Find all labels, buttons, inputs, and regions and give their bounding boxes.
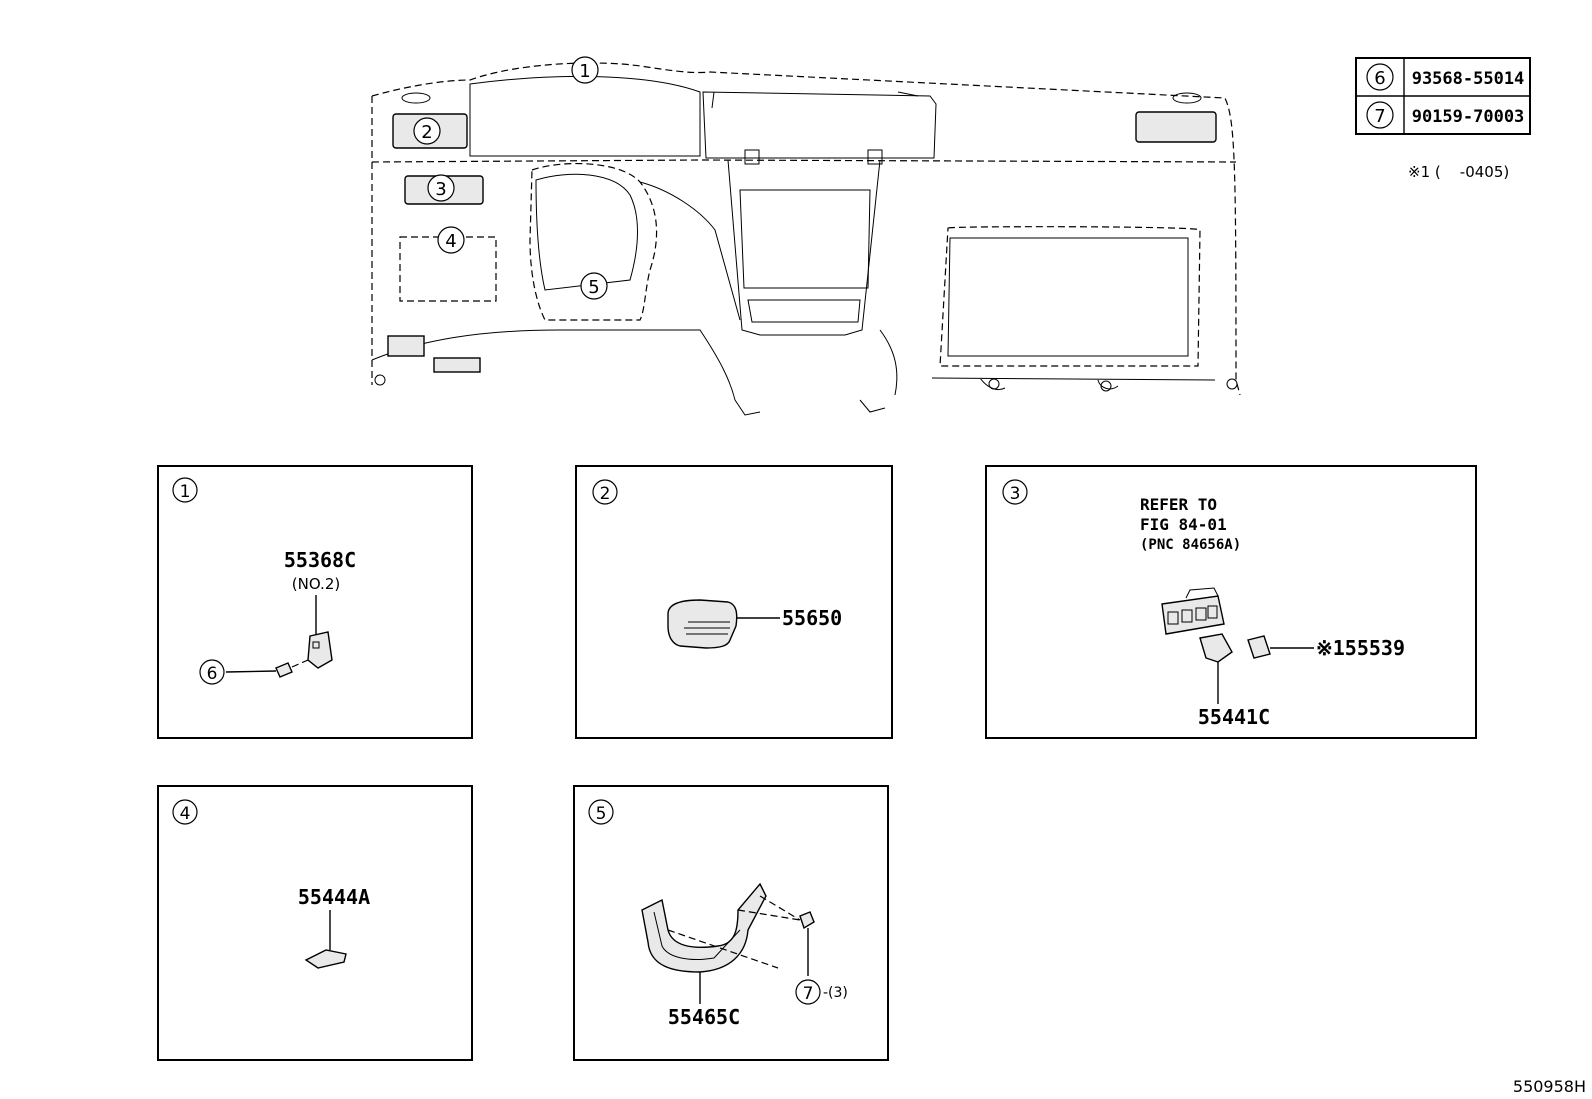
refer-line-1: REFER TO [1140,495,1217,514]
overview-callout-1[interactable]: 1 [571,56,599,84]
legend-part-no-6: 93568-55014 [1412,69,1525,89]
detail-panel-5: 5 55465C 7 -(3) [573,785,889,1061]
callout-7: 7 [803,984,814,1004]
part-no-55441C: 55441C [1198,705,1270,729]
svg-text:2: 2 [600,484,611,504]
svg-text:5: 5 [588,277,599,298]
svg-text:3: 3 [1010,484,1021,504]
legend-part-no-7: 90159-70003 [1412,107,1525,127]
legend-row-7: 7 90159-70003 [1366,101,1525,129]
legend-table: 6 93568-55014 7 90159-70003 [1355,57,1531,135]
detail-panel-2: 2 55650 [575,465,893,739]
svg-text:6: 6 [1374,68,1385,89]
refer-line-3: (PNC 84656A) [1140,537,1241,553]
svg-text:4: 4 [445,231,456,252]
svg-text:1: 1 [579,61,590,82]
svg-text:4: 4 [180,804,191,824]
part-no-55465C: 55465C [668,1005,740,1029]
svg-text:3: 3 [435,179,446,200]
detail-panel-3: 3 REFER TO FIG 84-01 (PNC 84656A) 55441C… [985,465,1477,739]
refer-line-2: FIG 84-01 [1140,515,1227,534]
overview-callout-4[interactable]: 4 [437,226,465,254]
detail-panel-4: 4 55444A [157,785,473,1061]
part-no-55444A: 55444A [298,885,370,909]
legend-row-6: 6 93568-55014 [1366,63,1525,91]
svg-text:1: 1 [180,482,191,502]
callout-6: 6 [207,664,218,684]
part-no-55368C: 55368C [284,548,356,572]
part-note-no2: (NO.2) [292,575,340,593]
svg-text:2: 2 [421,122,432,143]
part-no-55539: ※155539 [1316,636,1405,660]
part-no-55650: 55650 [782,606,842,630]
dashboard-overview: 1 2 3 4 5 [371,56,1241,416]
detail-panel-1: 1 55368C (NO.2) 6 [157,465,473,739]
figure-id: 550958H [1513,1077,1586,1096]
quantity-note: -(3) [823,985,848,1001]
overview-callout-5[interactable]: 5 [580,272,608,300]
overview-callout-3[interactable]: 3 [427,174,455,202]
svg-text:5: 5 [596,804,607,824]
footnote: ※1 ( -0405) [1408,163,1509,181]
overview-callout-2[interactable]: 2 [413,117,441,145]
svg-text:7: 7 [1374,106,1385,127]
